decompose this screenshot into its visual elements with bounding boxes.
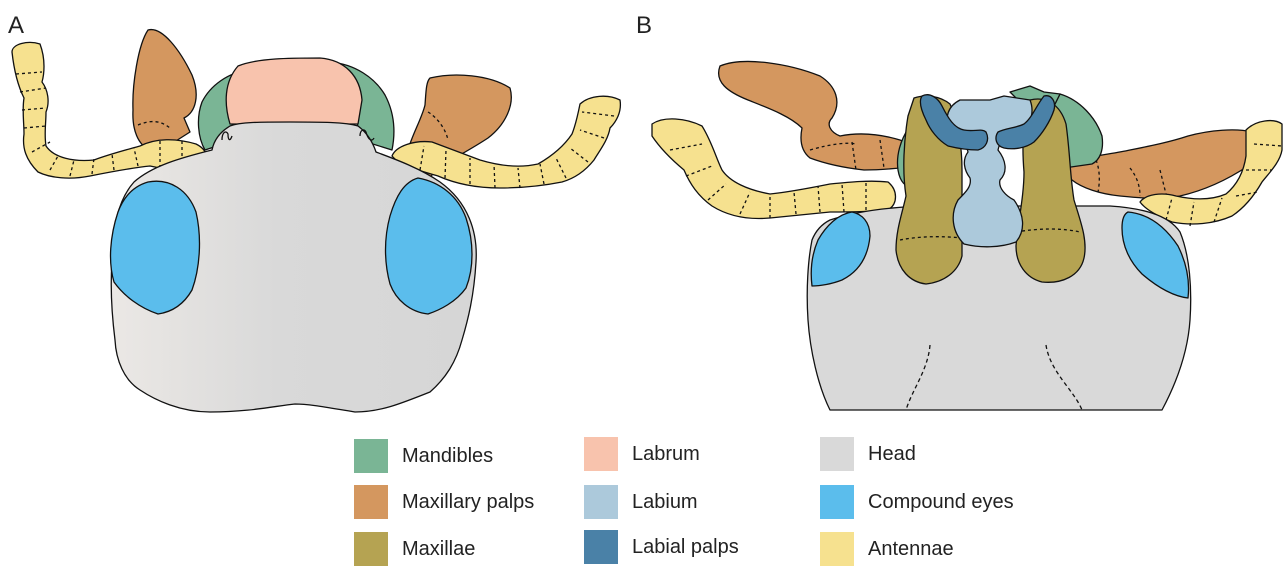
legend-swatch-head — [820, 437, 854, 471]
legend-label-labium: Labium — [632, 491, 698, 514]
labrum-a — [226, 58, 362, 124]
legend-swatch-labrum — [584, 437, 618, 471]
legend-item-antennae: Antennae — [820, 532, 954, 566]
legend-swatch-labial-palps — [584, 530, 618, 564]
legend-label-labrum: Labrum — [632, 443, 700, 466]
legend-item-labrum: Labrum — [584, 437, 700, 471]
legend-label-maxillae: Maxillae — [402, 538, 475, 561]
panel-b-drawing — [652, 61, 1282, 410]
maxillary-palp-left-b — [719, 61, 920, 170]
legend-label-labial-palps: Labial palps — [632, 536, 739, 559]
compound-eye-left-a — [111, 181, 200, 314]
legend-item-head: Head — [820, 437, 916, 471]
legend-label-maxillary-palps: Maxillary palps — [402, 491, 534, 514]
maxillary-palp-left-a — [133, 30, 196, 150]
legend-item-labium: Labium — [584, 485, 698, 519]
legend-item-compound-eyes: Compound eyes — [820, 485, 1014, 519]
insect-head-diagram — [0, 0, 1283, 420]
legend-item-maxillae: Maxillae — [354, 532, 475, 566]
compound-eye-right-a — [386, 178, 473, 314]
legend-swatch-labium — [584, 485, 618, 519]
legend-swatch-maxillae — [354, 532, 388, 566]
legend-swatch-maxillary-palps — [354, 485, 388, 519]
legend-swatch-compound-eyes — [820, 485, 854, 519]
legend-item-mandibles: Mandibles — [354, 439, 493, 473]
legend-item-labial-palps: Labial palps — [584, 530, 739, 564]
legend-swatch-mandibles — [354, 439, 388, 473]
legend-item-maxillary-palps: Maxillary palps — [354, 485, 534, 519]
panel-label-a: A — [8, 12, 24, 40]
panel-a-drawing — [12, 30, 620, 412]
legend-swatch-antennae — [820, 532, 854, 566]
legend-label-mandibles: Mandibles — [402, 445, 493, 468]
legend-label-antennae: Antennae — [868, 538, 954, 561]
legend-label-compound-eyes: Compound eyes — [868, 491, 1014, 514]
panel-label-b: B — [636, 12, 652, 40]
legend-label-head: Head — [868, 443, 916, 466]
